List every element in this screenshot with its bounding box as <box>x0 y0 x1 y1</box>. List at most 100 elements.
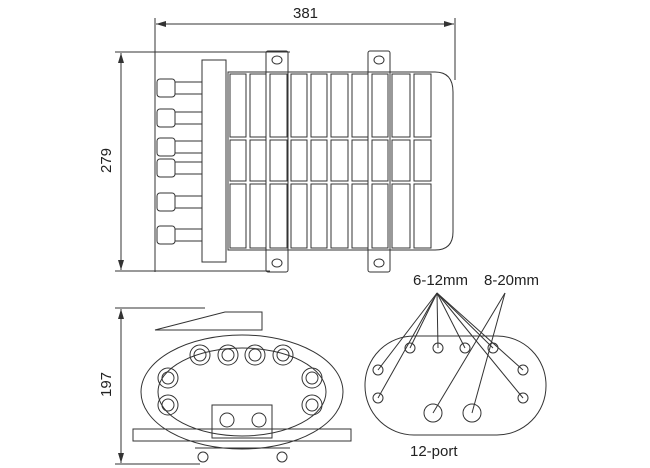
grid-cell <box>413 139 432 182</box>
grid-cell <box>413 183 432 249</box>
keyhole-icon <box>373 258 385 268</box>
cable-gland <box>156 137 176 157</box>
cable-gland-body <box>174 161 203 175</box>
leader-line <box>436 292 439 349</box>
grid-cell <box>330 139 349 182</box>
port-nut <box>272 344 294 366</box>
inner-shell <box>157 347 327 437</box>
grid-cell <box>249 183 267 249</box>
cable-gland-body <box>174 81 203 95</box>
depth-dimension-label: 197 <box>98 371 116 398</box>
port-nut <box>244 344 266 366</box>
small-port <box>459 342 471 354</box>
grid-cell <box>330 183 349 249</box>
height-dimension <box>115 51 290 272</box>
keyhole-icon <box>271 258 283 268</box>
small-port <box>372 392 384 404</box>
grid-cell <box>371 139 389 182</box>
grid-cell <box>269 73 288 138</box>
cable-gland <box>156 108 176 128</box>
grid-cell <box>249 139 267 182</box>
height-dimension-label: 279 <box>98 147 116 174</box>
cable-gland <box>156 225 176 245</box>
outer-shell <box>140 334 344 450</box>
keyhole-icon <box>271 55 283 65</box>
grid-cell <box>391 139 411 182</box>
port-nut <box>157 394 179 416</box>
leader-line <box>436 292 524 371</box>
cable-gland-body <box>174 228 203 242</box>
cable-clamp <box>211 404 273 439</box>
port-hole <box>221 348 235 362</box>
cable-gland <box>156 158 176 178</box>
port-caption: 12-port <box>410 443 458 460</box>
grid-cell <box>330 73 349 138</box>
port-hole <box>305 371 319 385</box>
port-hole <box>305 398 319 412</box>
leader-line <box>436 292 494 349</box>
top-view <box>156 50 454 273</box>
large-port-label: 8-20mm <box>484 272 540 289</box>
keyhole-icon <box>373 55 385 65</box>
grid-cell <box>229 139 247 182</box>
port-nut <box>301 367 323 389</box>
width-dimension-label: 381 <box>293 5 319 22</box>
grid-cell <box>269 183 288 249</box>
grid-cell <box>229 73 247 138</box>
cable-gland-body <box>174 111 203 125</box>
grid-cell <box>290 73 308 138</box>
port-nut <box>189 344 211 366</box>
grid-cell <box>310 139 328 182</box>
grid-cell <box>351 139 369 182</box>
small-port <box>517 364 529 376</box>
port-nut <box>301 394 323 416</box>
leader-line <box>436 292 466 349</box>
grid-cell <box>249 73 267 138</box>
grid-cell <box>351 73 369 138</box>
port-hole <box>161 398 175 412</box>
side-view <box>115 307 352 465</box>
grid-cell <box>371 73 389 138</box>
large-port <box>423 403 443 423</box>
leader-line <box>471 292 506 414</box>
grid-cell <box>229 183 247 249</box>
grid-cell <box>269 139 288 182</box>
small-port-label: 6-12mm <box>413 272 469 289</box>
small-port <box>404 342 416 354</box>
port-hole <box>161 371 175 385</box>
port-hole <box>276 348 290 362</box>
port-diagram <box>364 292 547 436</box>
latch <box>154 311 263 331</box>
grid-cell <box>310 183 328 249</box>
grid-cell <box>371 183 389 249</box>
port-nut <box>157 367 179 389</box>
width-dimension <box>154 18 456 272</box>
leader-line <box>377 292 438 399</box>
mounting-bracket <box>367 50 391 273</box>
port-hole <box>193 348 207 362</box>
leader-line <box>409 292 438 349</box>
grid-cell <box>310 73 328 138</box>
leader-line <box>432 292 506 414</box>
cable-gland <box>156 78 176 98</box>
leader-line <box>436 292 524 399</box>
leader-line <box>377 292 438 371</box>
cable-gland <box>156 192 176 212</box>
large-port <box>462 403 482 423</box>
grid-cell <box>391 73 411 138</box>
grid-cell <box>413 73 432 138</box>
grid-cell <box>391 183 411 249</box>
port-nut <box>217 344 239 366</box>
port-hole <box>248 348 262 362</box>
flange <box>201 59 227 263</box>
cable-gland-body <box>174 195 203 209</box>
mounting-bracket <box>265 50 289 273</box>
grid-cell <box>290 139 308 182</box>
small-port <box>372 364 384 376</box>
grid-cell <box>351 183 369 249</box>
small-port <box>517 392 529 404</box>
grid-cell <box>290 183 308 249</box>
port-outline <box>364 335 547 436</box>
